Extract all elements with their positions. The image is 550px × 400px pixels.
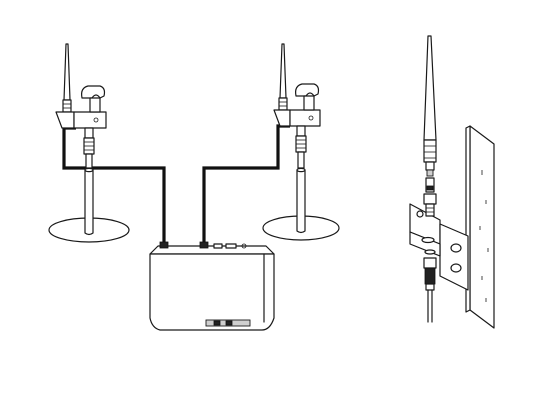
wall-panel	[465, 125, 495, 329]
stand-right	[262, 167, 340, 241]
wall-bracket	[409, 203, 469, 291]
stand-left	[48, 167, 130, 243]
antenna-wall	[423, 35, 437, 323]
antenna-left	[55, 43, 107, 169]
antenna-right	[273, 43, 321, 169]
receiver	[149, 241, 275, 331]
